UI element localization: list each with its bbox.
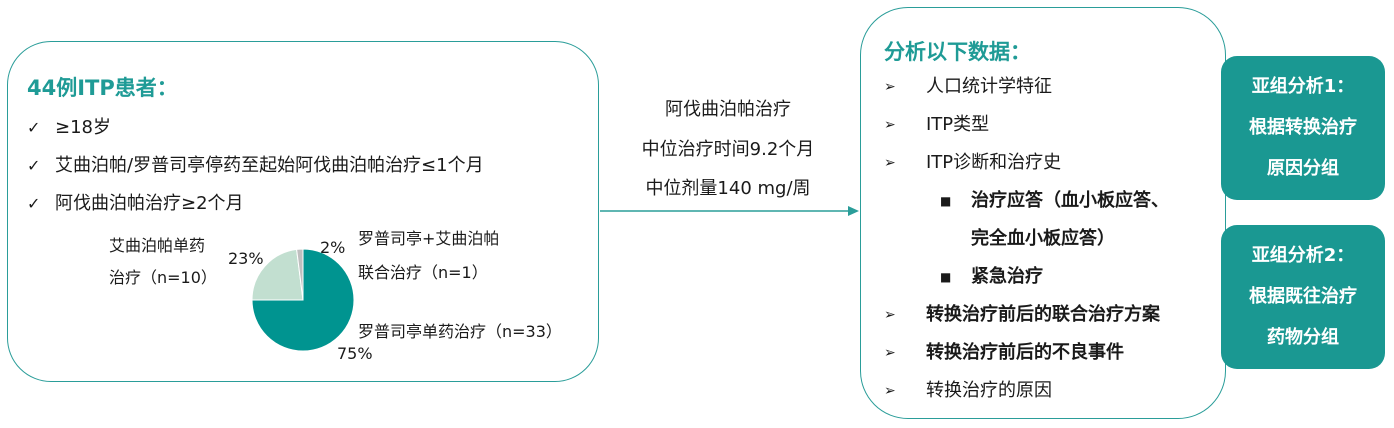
analysis-item: ➢ITP类型 bbox=[884, 106, 1214, 144]
subgroup-line: 根据转换治疗 bbox=[1249, 117, 1357, 138]
criteria-text: 艾曲泊帕/罗普司亭停药至起始阿伐曲泊帕治疗≤1个月 bbox=[55, 155, 484, 176]
treatment-pie-chart bbox=[251, 248, 355, 352]
patient-panel-title: 44例ITP患者： bbox=[27, 76, 178, 100]
analysis-items-list: ➢人口统计学特征 ➢ITP类型 ➢ITP诊断和治疗史 ■治疗应答（血小板应答、 … bbox=[884, 68, 1214, 410]
subgroup-line: 根据既往治疗 bbox=[1249, 286, 1357, 307]
arrow-bullet-icon: ➢ bbox=[884, 307, 896, 323]
pie-label-line: 艾曲泊帕单药 bbox=[109, 236, 206, 255]
pie-slice-eltrombopag bbox=[251, 248, 304, 301]
analysis-item: ➢ITP诊断和治疗史 bbox=[884, 144, 1214, 182]
pie-pct-romiplostim: 75% bbox=[337, 344, 373, 363]
criteria-text: 阿伐曲泊帕治疗≥2个月 bbox=[55, 193, 244, 214]
check-icon: ✓ bbox=[27, 118, 41, 137]
pie-label-line: 联合治疗（n=1） bbox=[358, 263, 488, 282]
analysis-subitem: ■紧急治疗 bbox=[884, 258, 1214, 296]
arrow-bullet-icon: ➢ bbox=[884, 79, 896, 95]
arrow-bullet-icon: ➢ bbox=[884, 117, 896, 133]
arrow-bullet-icon: ➢ bbox=[884, 155, 896, 171]
subgroup-line: 药物分组 bbox=[1267, 327, 1339, 348]
arrow-bullet-icon: ➢ bbox=[884, 345, 896, 361]
analysis-subitem: ■治疗应答（血小板应答、 bbox=[884, 182, 1214, 220]
pie-label-line: 治疗（n=10） bbox=[109, 268, 217, 287]
criteria-text: ≥18岁 bbox=[55, 117, 111, 138]
analysis-item: ➢转换治疗前后的不良事件 bbox=[884, 334, 1214, 372]
check-icon: ✓ bbox=[27, 194, 41, 213]
pie-pct-combination: 2% bbox=[320, 238, 346, 257]
analysis-item: ➢人口统计学特征 bbox=[884, 68, 1214, 106]
treatment-label: 阿伐曲泊帕治疗 bbox=[665, 99, 791, 120]
median-dose-label: 中位剂量140 mg/周 bbox=[645, 178, 811, 199]
square-bullet-icon: ■ bbox=[940, 194, 952, 208]
pie-slice-romiplostim bbox=[251, 248, 355, 352]
check-icon: ✓ bbox=[27, 156, 41, 175]
pie-label-line: 罗普司亭+艾曲泊帕 bbox=[358, 229, 500, 248]
subgroup-line: 亚组分析2： bbox=[1251, 245, 1355, 266]
criteria-item: ✓ 阿伐曲泊帕治疗≥2个月 bbox=[27, 185, 484, 223]
arrow-bullet-icon: ➢ bbox=[884, 383, 896, 399]
square-bullet-icon: ■ bbox=[940, 270, 952, 284]
criteria-item: ✓ 艾曲泊帕/罗普司亭停药至起始阿伐曲泊帕治疗≤1个月 bbox=[27, 147, 484, 185]
pie-label-combination: 罗普司亭+艾曲泊帕 联合治疗（n=1） bbox=[358, 222, 499, 290]
subgroup-line: 原因分组 bbox=[1267, 158, 1339, 179]
analysis-item: ➢转换治疗前后的联合治疗方案 bbox=[884, 296, 1214, 334]
subgroup-analysis-2: 亚组分析2： 根据既往治疗 药物分组 bbox=[1221, 225, 1385, 369]
analysis-panel-title: 分析以下数据： bbox=[884, 40, 1031, 64]
subgroup-analysis-1: 亚组分析1： 根据转换治疗 原因分组 bbox=[1221, 56, 1385, 200]
subgroup-line: 亚组分析1： bbox=[1251, 76, 1355, 97]
pie-slice-combination bbox=[296, 248, 304, 301]
analysis-item: ➢转换治疗的原因 bbox=[884, 372, 1214, 410]
analysis-panel bbox=[860, 7, 1226, 419]
criteria-item: ✓ ≥18岁 bbox=[27, 109, 484, 147]
median-duration-label: 中位治疗时间9.2个月 bbox=[641, 139, 815, 160]
flow-arrow bbox=[600, 206, 859, 216]
pie-label-eltrombopag: 艾曲泊帕单药 治疗（n=10） bbox=[109, 230, 217, 294]
pie-pct-eltrombopag: 23% bbox=[228, 249, 264, 268]
analysis-subitem-continuation: 完全血小板应答） bbox=[971, 228, 1115, 249]
pie-label-romiplostim: 罗普司亭单药治疗（n=33） bbox=[358, 322, 562, 341]
inclusion-criteria-list: ✓ ≥18岁 ✓ 艾曲泊帕/罗普司亭停药至起始阿伐曲泊帕治疗≤1个月 ✓ 阿伐曲泊帕治… bbox=[27, 109, 484, 223]
